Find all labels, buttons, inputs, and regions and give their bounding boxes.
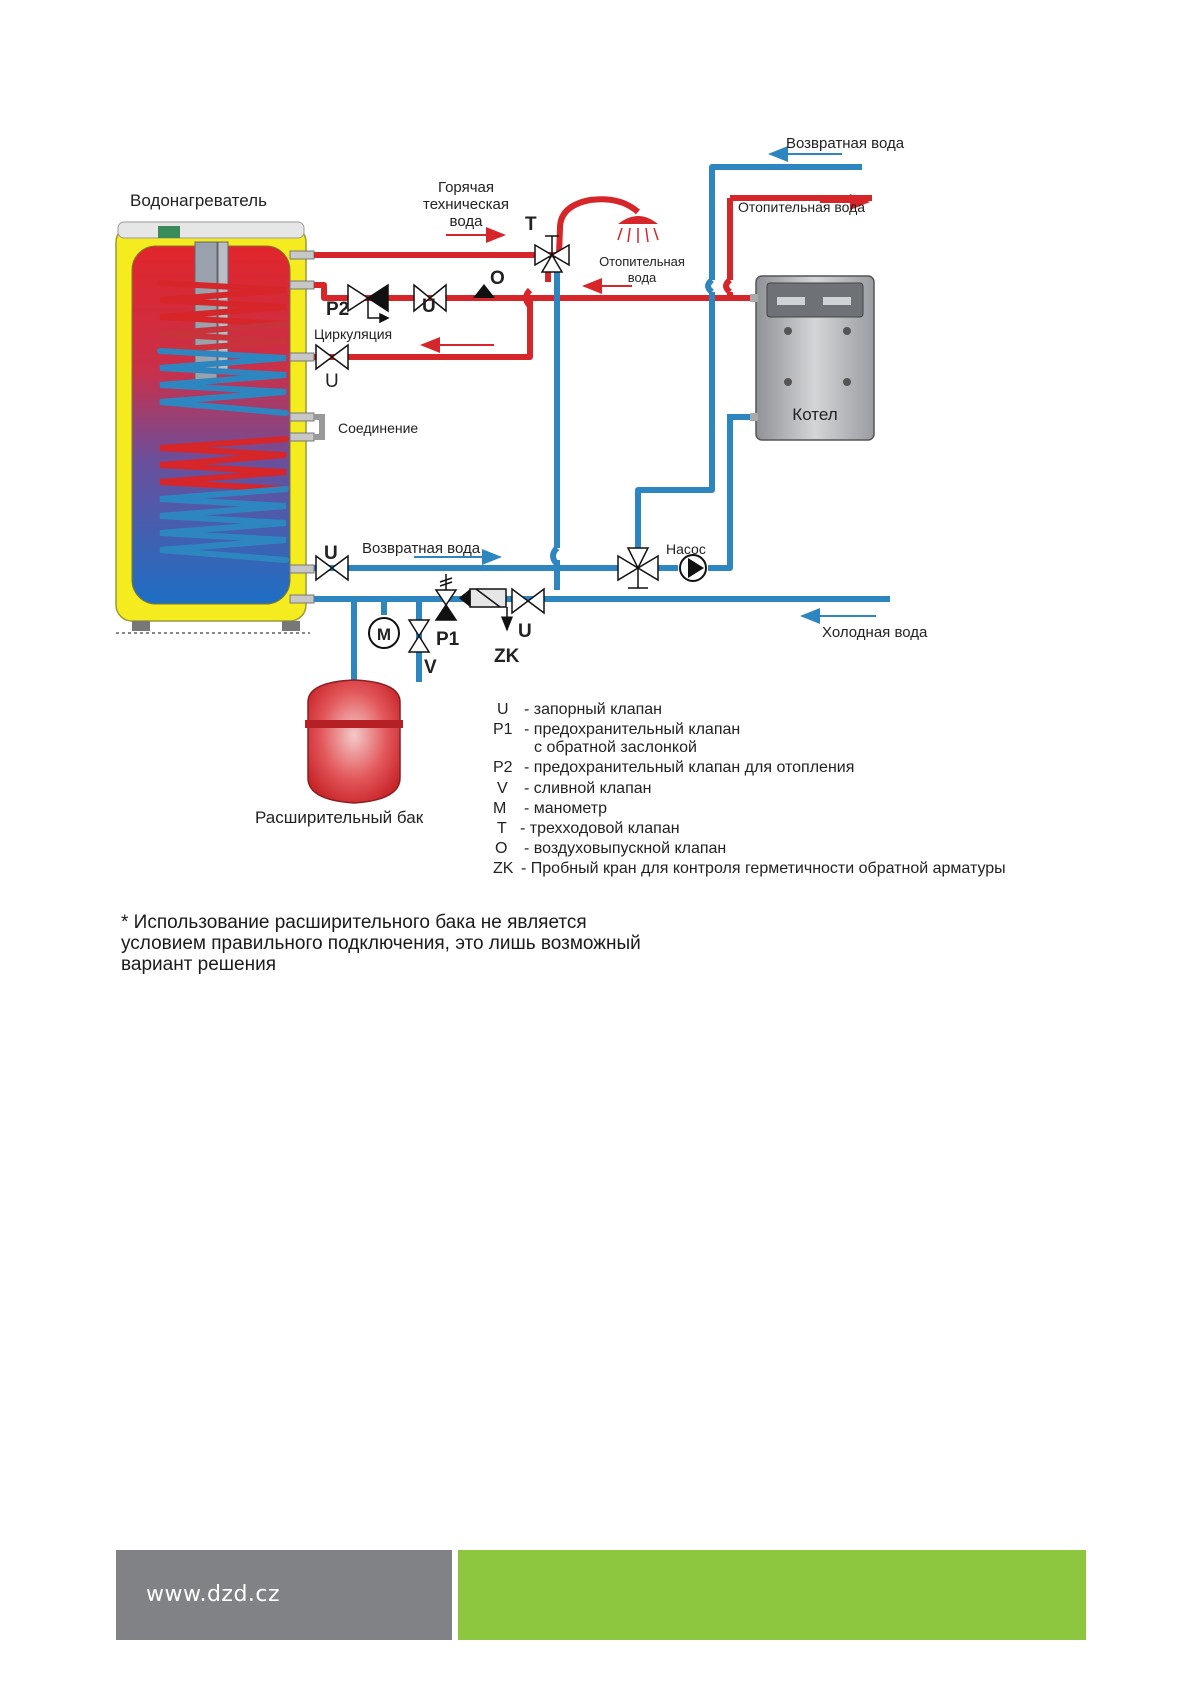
legend-code: ZK bbox=[493, 860, 514, 877]
legend-desc: - запорный клапан bbox=[524, 701, 662, 718]
pump-icon bbox=[679, 554, 707, 582]
legend-desc: - Пробный кран для контроля герметичност… bbox=[521, 860, 1006, 877]
flow-arrows bbox=[414, 146, 876, 624]
letter-u-return: U bbox=[324, 543, 338, 564]
letter-o: O bbox=[490, 268, 505, 289]
footnote-line: * Использование расширительного бака не … bbox=[121, 912, 587, 933]
letter-p2: P2 bbox=[326, 299, 349, 320]
letter-v: V bbox=[424, 657, 437, 678]
legend-code: U bbox=[497, 701, 509, 718]
boiler: Котел bbox=[750, 275, 875, 441]
footer-green-bar bbox=[458, 1550, 1086, 1640]
footnote: * Использование расширительного бака не … bbox=[121, 912, 741, 975]
coil-connection-bridge bbox=[314, 414, 325, 440]
hot-pipes bbox=[314, 195, 872, 360]
heating-water-label-line2: вода bbox=[628, 270, 657, 285]
letter-p1: P1 bbox=[436, 629, 460, 650]
letter-u-circulation: U bbox=[325, 371, 339, 392]
check-valve bbox=[458, 588, 507, 608]
legend: U - запорный клапан P1 - предохранительн… bbox=[493, 701, 1006, 877]
legend-code: V bbox=[497, 780, 508, 797]
lower-heat-exchanger-coil bbox=[159, 436, 289, 563]
valve-letters: T O P2 U U U P1 V ZK U bbox=[324, 214, 537, 678]
letter-u-cold: U bbox=[518, 621, 532, 642]
cold-pipes bbox=[314, 164, 890, 690]
valve-p1 bbox=[434, 574, 458, 621]
legend-code: P2 bbox=[493, 759, 513, 776]
letter-zk: ZK bbox=[494, 646, 520, 667]
boiler-label: Котел bbox=[792, 405, 837, 424]
hot-water-label-line3: вода bbox=[450, 213, 484, 230]
hot-water-label-line1: Горячая bbox=[438, 179, 494, 196]
valve-u-top bbox=[413, 283, 447, 313]
legend-desc: с обратной заслонкой bbox=[534, 739, 697, 756]
valve-u-cold bbox=[511, 587, 545, 615]
shower-head-icon bbox=[617, 216, 659, 243]
drain-valve-v bbox=[407, 619, 431, 653]
cold-water-label: Холодная вода bbox=[822, 624, 928, 641]
diagram-labels: Водонагреватель Горячая техническая вода… bbox=[130, 135, 928, 827]
circulation-label: Циркуляция bbox=[314, 326, 392, 342]
legend-code: M bbox=[493, 800, 506, 817]
legend-desc: - трехходовой клапан bbox=[520, 820, 680, 837]
valve-u-return bbox=[315, 554, 349, 582]
legend-desc: - предохранительный клапан для отопления bbox=[524, 759, 854, 776]
footnote-line: вариант решения bbox=[121, 954, 277, 975]
upper-heat-exchanger-coil bbox=[157, 280, 289, 416]
legend-code: T bbox=[497, 820, 507, 837]
valve-p2 bbox=[347, 283, 390, 324]
heater-label: Водонагреватель bbox=[130, 191, 267, 210]
three-way-valve-t bbox=[534, 235, 570, 273]
letter-u-top: U bbox=[422, 296, 436, 317]
tank-connection-stubs bbox=[289, 250, 315, 604]
manometer-label: M bbox=[377, 625, 391, 644]
pump-label: Насос bbox=[666, 541, 706, 557]
legend-desc: - предохранительный клапан bbox=[524, 721, 740, 738]
legend-code: O bbox=[495, 840, 507, 857]
footer-url-link[interactable]: www.dzd.cz bbox=[146, 1582, 281, 1607]
return-water-bottom-label: Возвратная вода bbox=[362, 540, 481, 557]
expansion-tank-label: Расширительный бак bbox=[255, 808, 424, 827]
legend-desc: - воздуховыпускной клапан bbox=[524, 840, 726, 857]
return-water-top-label: Возвратная вода bbox=[786, 135, 905, 152]
connection-label: Соединение bbox=[338, 420, 418, 436]
air-vent-o bbox=[473, 284, 495, 298]
heating-schematic: M Котел Водонагреватель Горячая техничес… bbox=[115, 135, 1006, 877]
pipe-crossovers bbox=[523, 277, 732, 567]
legend-code: P1 bbox=[493, 721, 513, 738]
legend-desc: - сливной клапан bbox=[524, 780, 651, 797]
expansion-tank bbox=[305, 679, 403, 804]
three-way-valve-pump bbox=[617, 547, 659, 589]
valve-u-circulation bbox=[315, 343, 349, 371]
letter-t: T bbox=[525, 214, 537, 235]
hot-water-label-line2: техническая bbox=[423, 196, 509, 213]
heating-water-label-line1: Отопительная bbox=[599, 254, 685, 269]
boiler-return-pipe bbox=[727, 414, 750, 500]
legend-desc: - манометр bbox=[524, 800, 607, 817]
footer-grey-bar: www.dzd.cz bbox=[116, 1550, 452, 1640]
manometer-icon: M bbox=[368, 617, 400, 649]
heating-water-out-label: Отопительная вода bbox=[738, 199, 865, 215]
footnote-line: условием правильного подключения, это ли… bbox=[121, 933, 641, 954]
